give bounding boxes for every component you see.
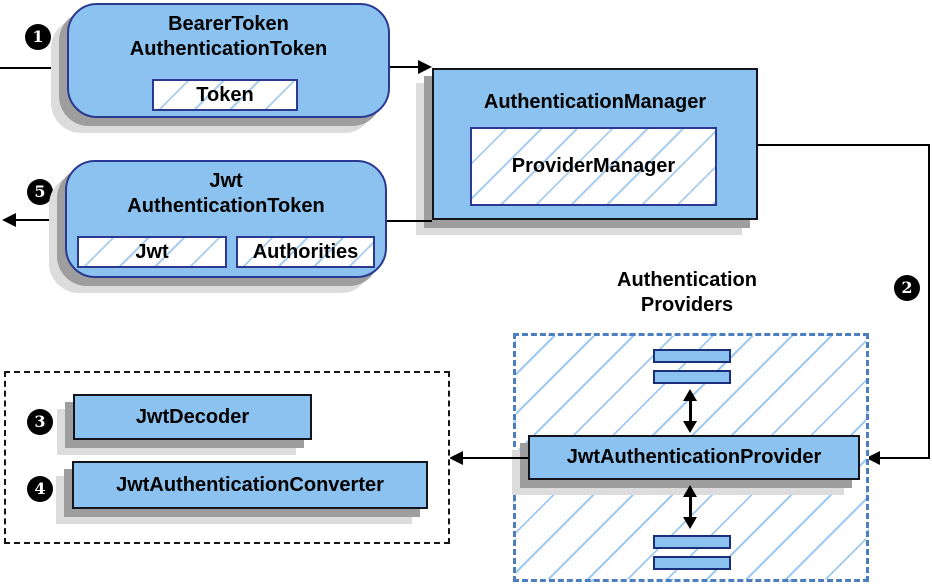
double-arrow-shaft bbox=[689, 398, 692, 424]
providers-label-line1: Authentication bbox=[617, 269, 757, 291]
step-4-badge: 4 bbox=[27, 476, 53, 502]
incoming-request-line bbox=[0, 67, 67, 69]
step-2-badge: 2 bbox=[894, 275, 920, 301]
jwt-decoder-node: JwtDecoder bbox=[73, 394, 312, 440]
step-2-line-bottom bbox=[878, 457, 930, 459]
arrow-to-authentication-manager-line bbox=[390, 66, 420, 68]
step-2-line-vertical bbox=[928, 144, 930, 459]
arrow-up-icon bbox=[683, 485, 697, 497]
provider-placeholder-bar bbox=[653, 556, 731, 570]
authentication-manager-title: AuthenticationManager bbox=[483, 91, 707, 113]
arrow-down-icon bbox=[683, 517, 697, 529]
step-3-badge: 3 bbox=[27, 409, 53, 435]
provider-to-converter-line bbox=[461, 457, 528, 459]
jwt-authentication-provider-node: JwtAuthenticationProvider bbox=[528, 435, 860, 480]
bearer-token-title-line1: BearerToken bbox=[168, 13, 289, 35]
provider-placeholder-bar bbox=[653, 535, 731, 549]
providers-label-line2: Providers bbox=[640, 294, 734, 316]
jwt-authentication-token-node: Jwt AuthenticationToken Jwt Authorities bbox=[65, 160, 387, 278]
arrow-left-icon bbox=[866, 451, 880, 465]
arrow-down-icon bbox=[683, 421, 697, 433]
arrow-right-icon bbox=[418, 60, 432, 74]
token-chip: Token bbox=[152, 79, 298, 111]
arrow-up-icon bbox=[683, 389, 697, 401]
step-2-line-top bbox=[758, 144, 930, 146]
jwt-decoder-title: JwtDecoder bbox=[135, 405, 250, 428]
jwt-authentication-converter-node: JwtAuthenticationConverter bbox=[72, 461, 428, 509]
bearer-token-title-line2: AuthenticationToken bbox=[129, 38, 328, 60]
jwt-authentication-provider-title: JwtAuthenticationProvider bbox=[566, 446, 822, 468]
authentication-manager-node: AuthenticationManager ProviderManager bbox=[432, 68, 758, 220]
step-1-badge: 1 bbox=[25, 24, 51, 50]
outgoing-result-line bbox=[12, 219, 65, 221]
authorities-chip: Authorities bbox=[236, 236, 375, 268]
result-line-to-jwt-token bbox=[387, 220, 432, 222]
step-5-badge: 5 bbox=[27, 179, 53, 205]
jwt-token-title-line2: AuthenticationToken bbox=[127, 195, 325, 217]
jwt-authentication-converter-title: JwtAuthenticationConverter bbox=[116, 473, 384, 496]
double-arrow-shaft bbox=[689, 494, 692, 520]
provider-placeholder-bar bbox=[653, 349, 731, 363]
jwt-chip: Jwt bbox=[77, 236, 227, 268]
provider-manager-chip: ProviderManager bbox=[470, 127, 717, 206]
provider-placeholder-bar bbox=[653, 370, 731, 384]
bearer-token-authentication-token-node: BearerToken AuthenticationToken Token bbox=[67, 3, 390, 118]
authentication-providers-label: Authentication Providers bbox=[587, 268, 787, 318]
arrow-left-icon bbox=[2, 213, 16, 227]
arrow-left-icon bbox=[449, 451, 463, 465]
jwt-token-title-line1: Jwt bbox=[209, 170, 243, 192]
